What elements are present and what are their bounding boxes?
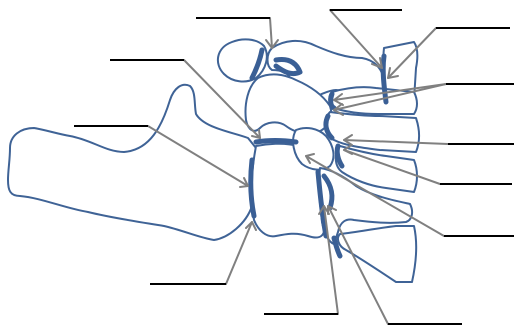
bones-group — [8, 39, 419, 282]
joint-highlight — [383, 56, 386, 102]
radius-bone — [8, 85, 256, 240]
leader-line-1 — [270, 18, 272, 48]
metacarpal-5 — [338, 226, 416, 282]
joint-highlight — [256, 141, 296, 143]
